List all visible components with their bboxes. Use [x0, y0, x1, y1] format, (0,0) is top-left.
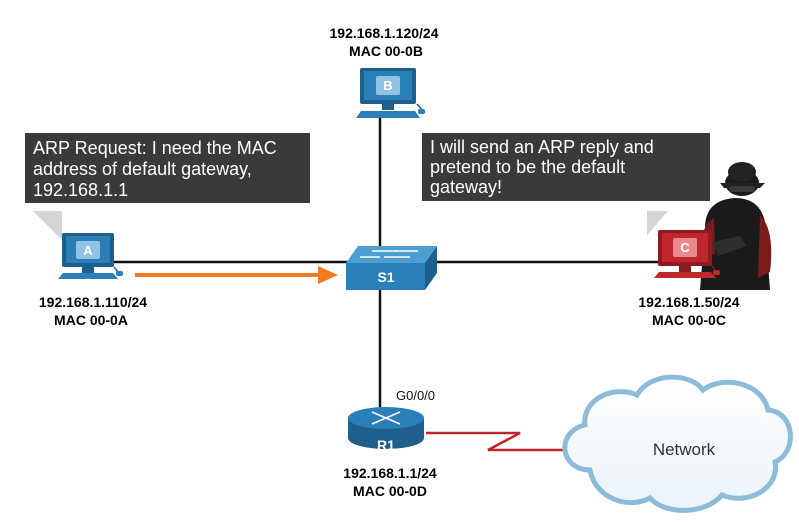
pc-a[interactable]: A	[58, 233, 123, 279]
reply-line-1: I will send an ARP reply and	[430, 137, 654, 157]
pc-c-ip: 192.168.1.50/24	[638, 294, 739, 310]
switch-front	[346, 263, 425, 290]
switch-side	[425, 246, 437, 290]
router-r1[interactable]: R1	[348, 407, 424, 453]
switch-s1[interactable]: S1	[346, 246, 437, 290]
switch-arrows-icon	[360, 250, 418, 258]
pc-b-mac: MAC 00-0B	[349, 43, 423, 59]
pc-b-ip: 192.168.1.120/24	[330, 25, 439, 41]
pc-a-letter: A	[83, 243, 93, 258]
cloud-label: Network	[653, 440, 716, 459]
keyboard-icon	[356, 111, 420, 118]
network-cloud: Network	[562, 374, 793, 513]
pc-a-mac: MAC 00-0A	[54, 312, 128, 328]
router-interface: G0/0/0	[396, 388, 435, 403]
request-line-3: 192.168.1.1	[33, 180, 128, 200]
arp-reply-bubble: I will send an ARP reply and pretend to …	[422, 133, 710, 235]
switch-label: S1	[377, 269, 394, 285]
reply-line-2: pretend to be the default	[430, 157, 625, 177]
request-line-2: address of default gateway,	[33, 159, 252, 179]
pc-c[interactable]: C	[654, 230, 720, 278]
keyboard-icon	[58, 273, 118, 279]
arp-request-bubble: ARP Request: I need the MAC address of d…	[25, 133, 310, 240]
pc-b[interactable]: B	[356, 68, 425, 118]
router-mac: MAC 00-0D	[353, 483, 427, 499]
pc-b-letter: B	[383, 78, 392, 93]
cloud-icon	[562, 374, 793, 513]
mouse-icon	[418, 109, 425, 114]
router-label: R1	[377, 437, 395, 453]
keyboard-icon	[654, 272, 716, 278]
router-ip: 192.168.1.1/24	[343, 465, 437, 481]
pc-c-mac: MAC 00-0C	[652, 312, 726, 328]
request-line-1: ARP Request: I need the MAC	[33, 138, 277, 158]
reply-line-3: gateway!	[430, 177, 502, 197]
router-arrows-icon	[371, 411, 401, 425]
arp-request-arrow	[135, 266, 338, 284]
pc-a-ip: 192.168.1.110/24	[39, 294, 147, 310]
mouse-icon	[116, 271, 123, 276]
wan-link	[426, 431, 590, 452]
switch-top	[346, 246, 437, 263]
mouse-icon	[713, 270, 720, 275]
pc-c-letter: C	[680, 240, 690, 255]
hacker-icon	[700, 162, 772, 290]
